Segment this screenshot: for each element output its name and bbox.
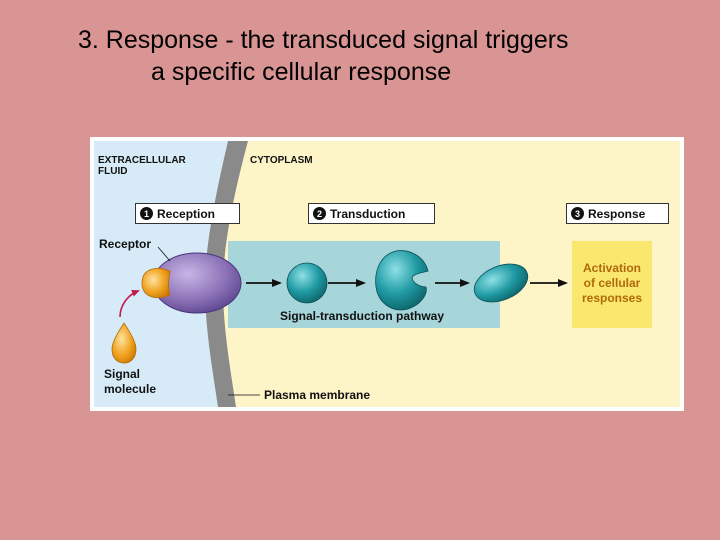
stage-reception: 1 Reception: [135, 203, 240, 224]
binding-arrow: [119, 289, 140, 318]
stage-number-3: 3: [571, 207, 584, 220]
relay-molecule-3: [473, 263, 529, 303]
slide-title: 3. Response - the transduced signal trig…: [78, 24, 569, 88]
stage-response: 3 Response: [566, 203, 669, 224]
stage-number-2: 2: [313, 207, 326, 220]
signal-label-1: Signal: [104, 367, 141, 381]
extracellular-label-2: FLUID: [98, 166, 128, 177]
response-panel: [572, 241, 652, 328]
response-text-1: Activation: [582, 261, 641, 275]
pathway-label: Signal-transduction pathway: [280, 309, 445, 323]
extracellular-label-1: EXTRACELLULAR: [98, 155, 186, 166]
cytoplasm-label: CYTOPLASM: [250, 155, 313, 166]
relay-molecule-1: [286, 262, 328, 304]
receptor-leader-line: [157, 246, 171, 262]
stage-label-transduction: Transduction: [330, 206, 406, 221]
response-text-2: of cellular: [583, 276, 641, 290]
signal-molecule: [111, 322, 137, 364]
membrane-label: Plasma membrane: [264, 388, 371, 402]
stage-label-reception: Reception: [157, 206, 216, 221]
receptor-binding-site: [141, 267, 171, 299]
stage-number-1: 1: [140, 207, 153, 220]
stage-label-response: Response: [588, 206, 646, 221]
receptor-label: Receptor: [99, 237, 152, 251]
figure-artwork: [94, 141, 680, 407]
cell-signaling-figure: EXTRACELLULAR FLUID CYTOPLASM 1 Receptio…: [90, 137, 684, 411]
relay-molecule-2: [375, 250, 429, 311]
signal-label-2: molecule: [104, 382, 157, 396]
response-text-3: responses: [581, 291, 643, 305]
stage-transduction: 2 Transduction: [308, 203, 435, 224]
title-line-1: 3. Response - the transduced signal trig…: [78, 26, 569, 54]
title-line-2: a specific cellular response: [151, 58, 452, 86]
